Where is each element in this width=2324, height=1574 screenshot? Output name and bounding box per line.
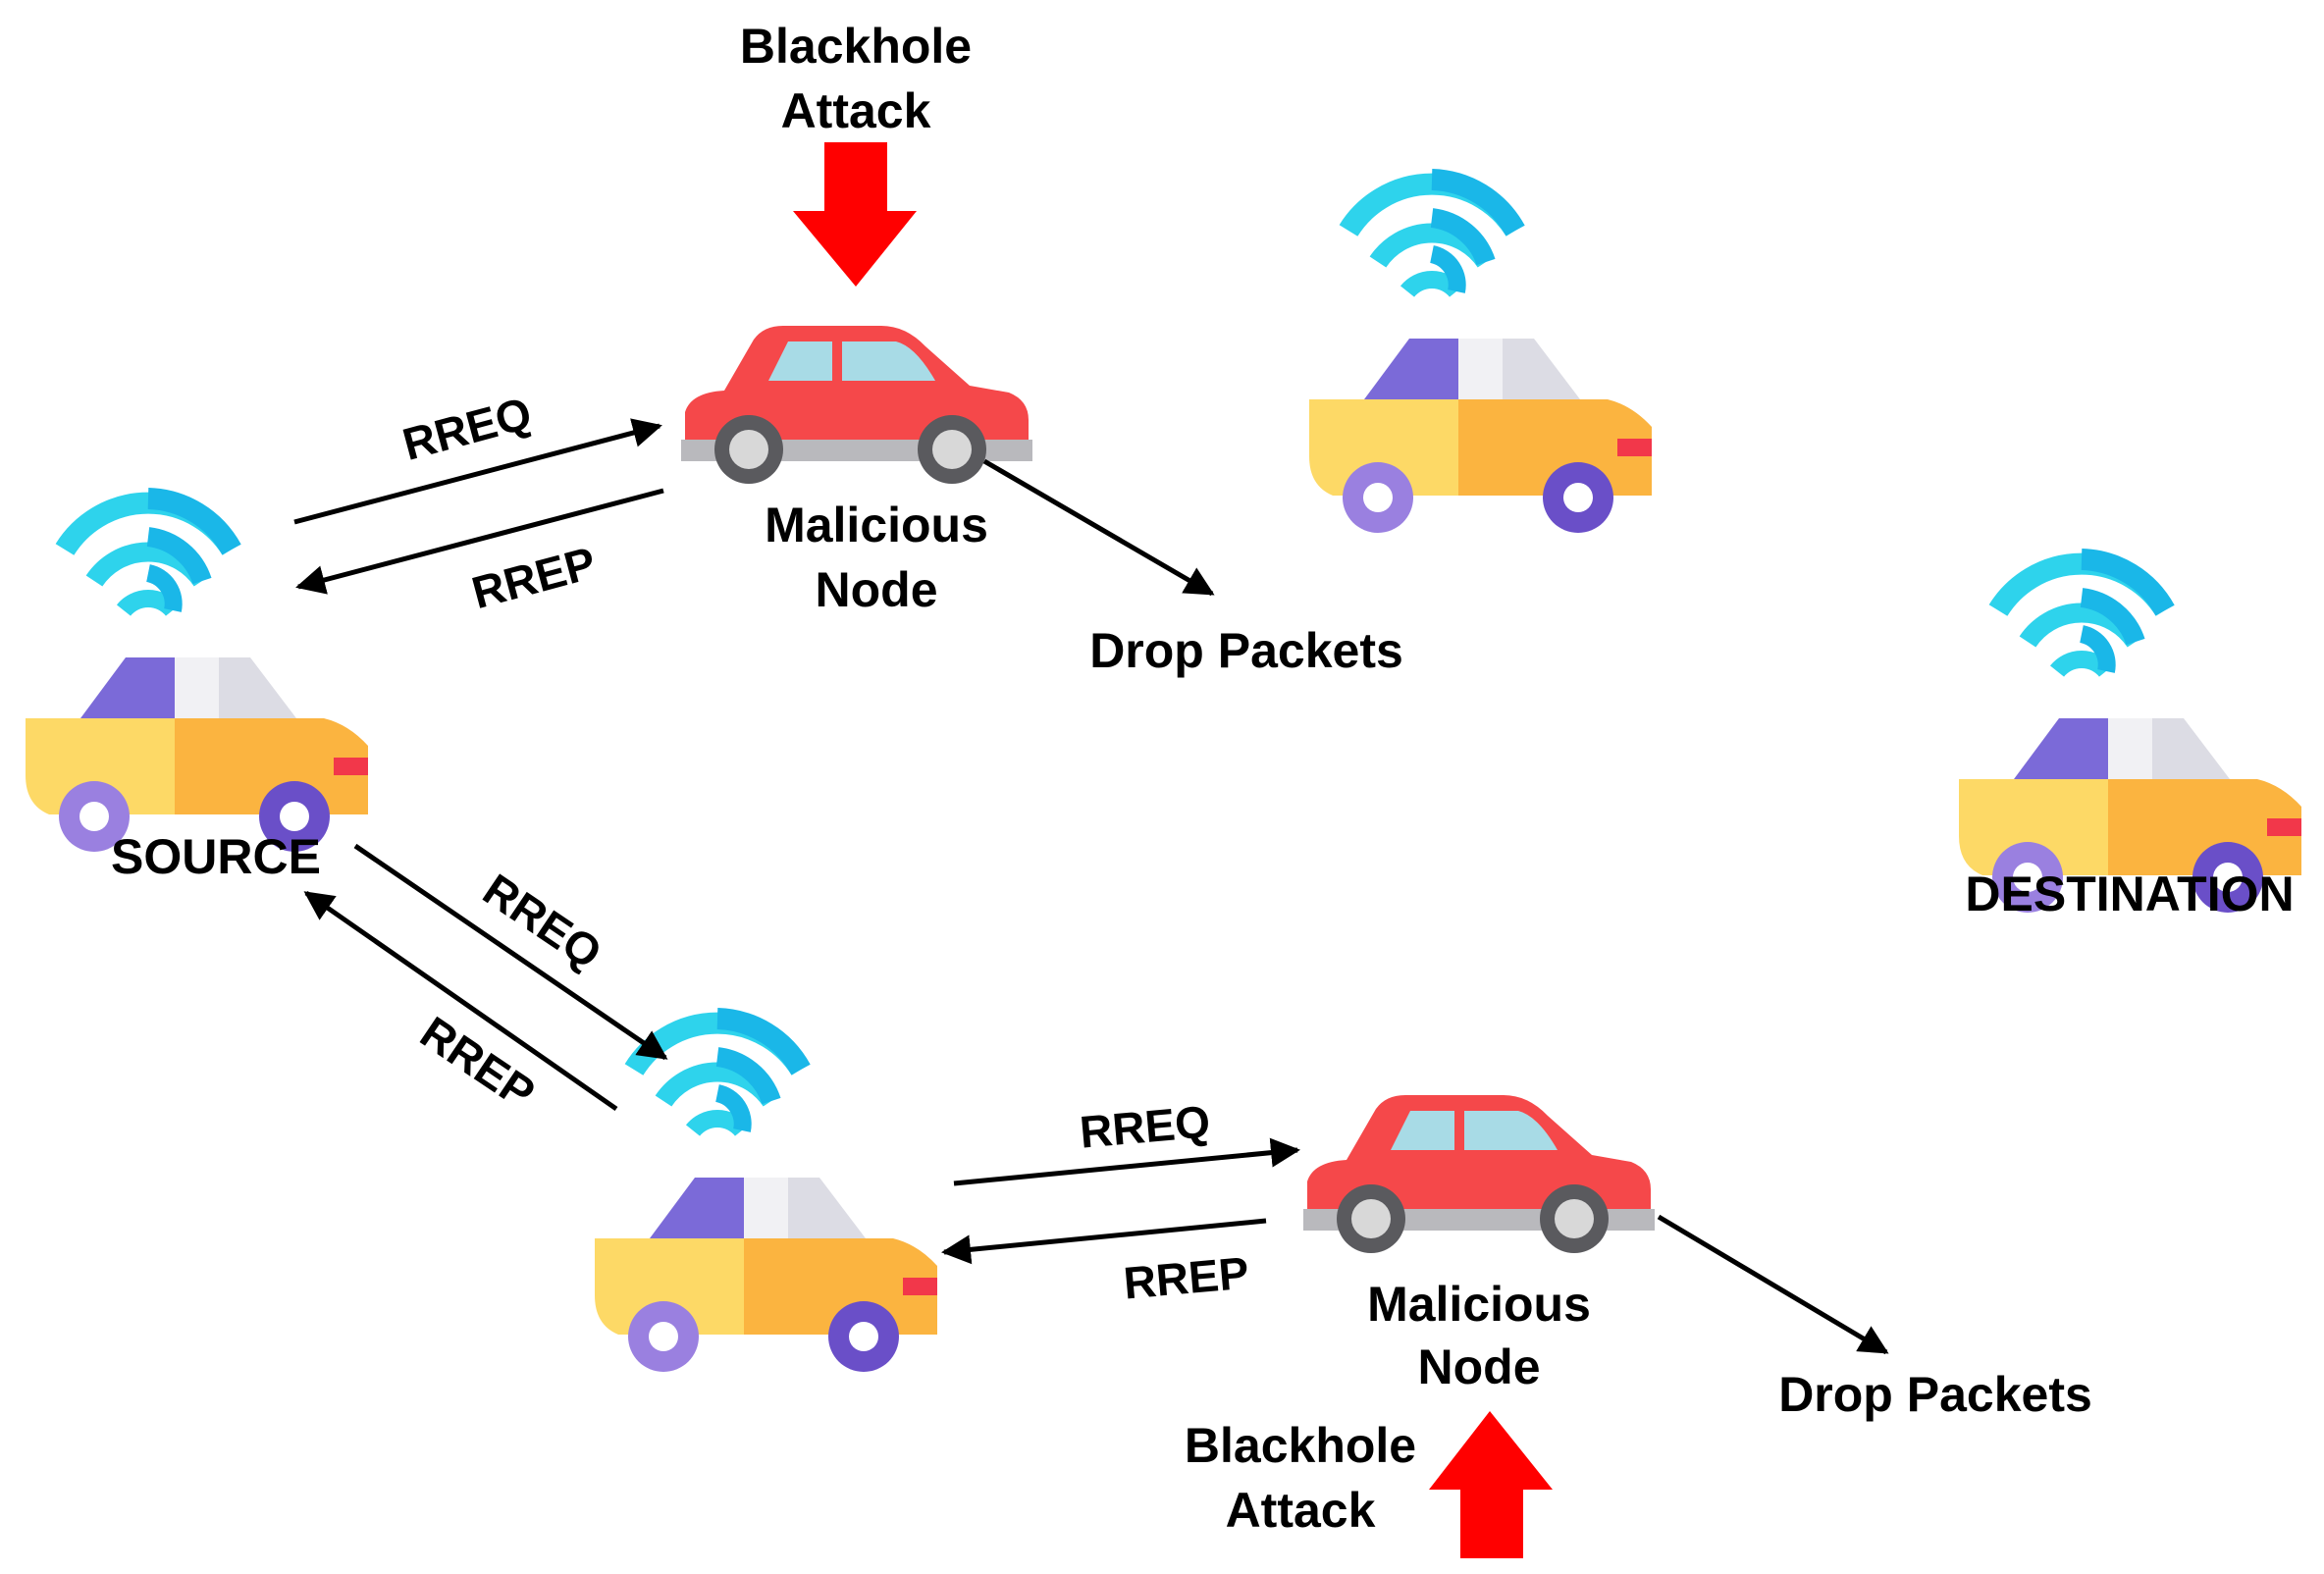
rreq-top-label: RREQ — [397, 387, 537, 470]
rrep-bottom-arrow — [941, 1218, 1267, 1265]
rreq-diag-label: RREQ — [474, 864, 610, 978]
blackhole-bottom-label-2: Attack — [1226, 1483, 1376, 1538]
malicious-car-bottom-icon — [1303, 1095, 1655, 1253]
rreq-bottom-arrow — [953, 1137, 1300, 1186]
rreq-top-arrow — [293, 418, 662, 525]
destination-label: DESTINATION — [1965, 866, 2294, 921]
car-with-wifi-icon — [1309, 180, 1652, 533]
destination-car-icon — [1959, 559, 2301, 913]
malicious-top-label-1: Malicious — [765, 498, 988, 552]
source-car-icon — [26, 498, 368, 852]
rrep-bottom-label: RREP — [1122, 1247, 1251, 1309]
rrep-top-arrow — [295, 488, 664, 595]
malicious-bottom-label-2: Node — [1418, 1339, 1541, 1394]
blackhole-bottom-label-1: Blackhole — [1185, 1418, 1416, 1473]
rrep-diag-arrow — [303, 890, 618, 1112]
malicious-car-top-icon — [681, 326, 1032, 484]
drop-bottom-arrow — [1657, 1214, 1889, 1355]
malicious-top-label-2: Node — [816, 562, 938, 617]
drop-bottom-label: Drop Packets — [1778, 1367, 2092, 1422]
rrep-diag-label: RREP — [411, 1006, 544, 1119]
drop-top-label: Drop Packets — [1089, 623, 1403, 678]
source-label: SOURCE — [111, 829, 321, 884]
drop-top-arrow — [982, 458, 1215, 597]
blackhole-attack-top-arrow-icon — [793, 142, 917, 287]
rreq-diag-arrow — [353, 843, 668, 1061]
blackhole-attack-bottom-arrow-icon — [1429, 1411, 1553, 1558]
blackhole-top-label-1: Blackhole — [740, 19, 972, 74]
rrep-top-label: RREP — [466, 537, 601, 618]
blackhole-top-label-2: Attack — [781, 83, 931, 138]
relay-car-icon — [595, 1019, 937, 1372]
rreq-bottom-label: RREQ — [1078, 1095, 1212, 1157]
malicious-bottom-label-1: Malicious — [1367, 1277, 1591, 1332]
